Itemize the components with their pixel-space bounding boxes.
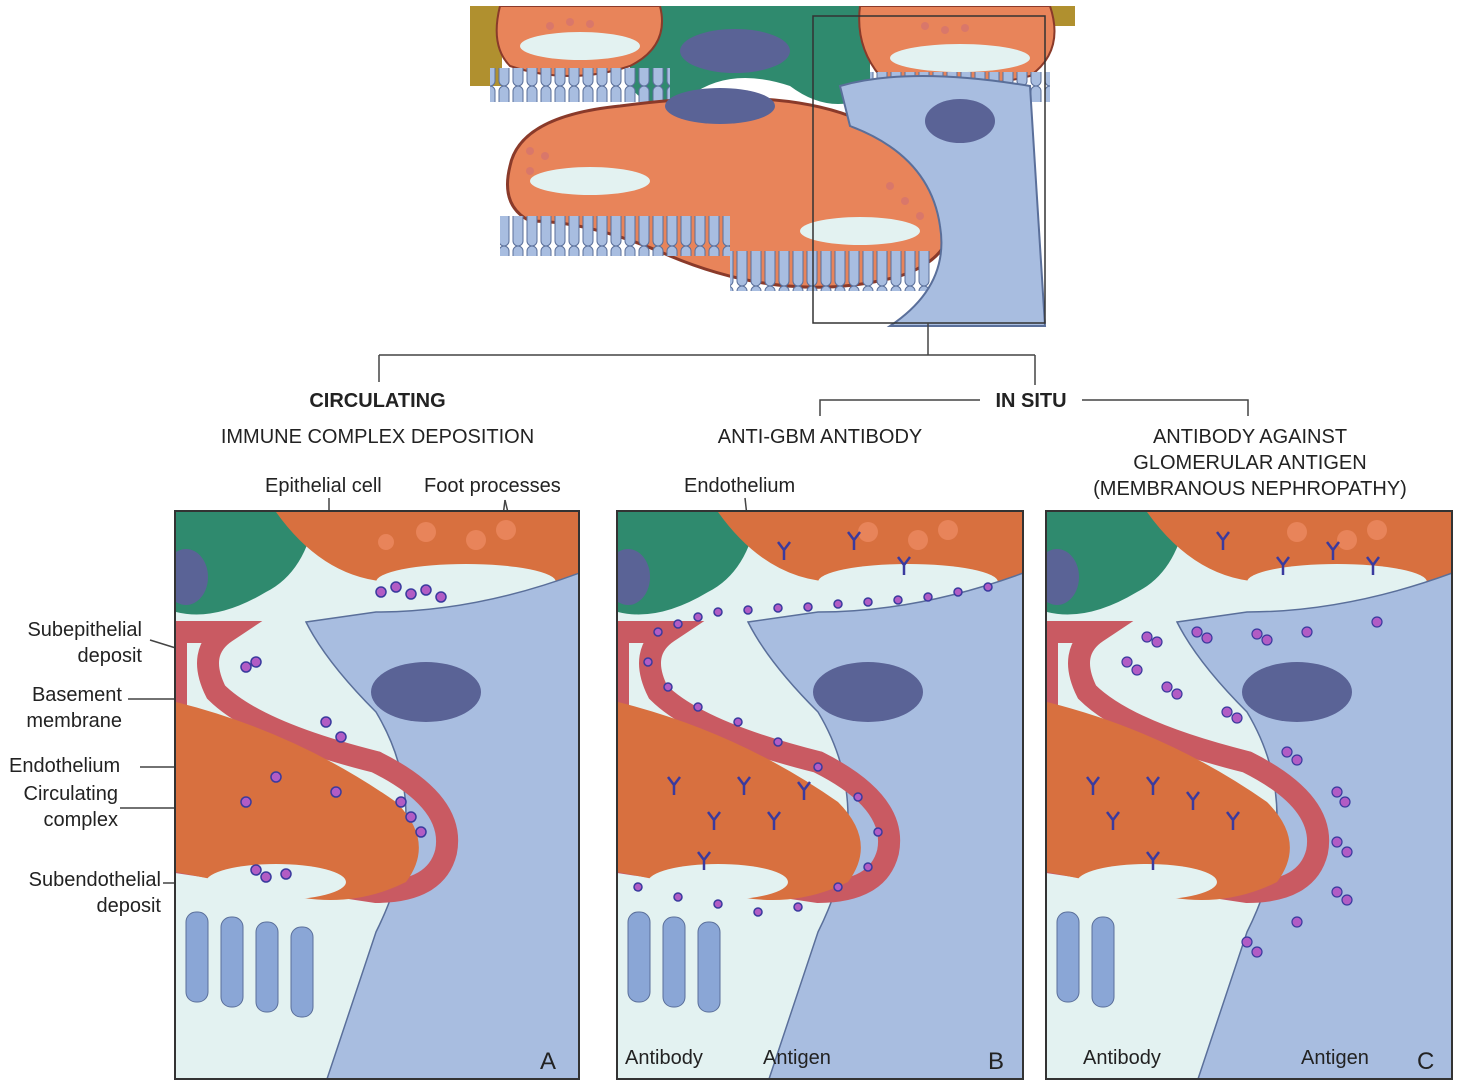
label-foot-processes: Foot processes <box>424 474 561 499</box>
label-antigen-b: Antigen <box>763 1046 831 1071</box>
label-basement-2: membrane <box>0 709 122 734</box>
label-circulating-2: complex <box>0 808 118 833</box>
label-circulating-1: Circulating <box>0 782 118 807</box>
panel-a-illustration <box>176 512 580 1080</box>
label-epithelial-cell: Epithelial cell <box>265 474 382 499</box>
panel-b-letter: B <box>988 1048 1004 1076</box>
panel-c: C <box>1045 510 1453 1080</box>
panel-c-letter: C <box>1417 1048 1434 1076</box>
in-situ-heading: IN SITU <box>980 389 1082 414</box>
anti-gbm-heading: ANTI-GBM ANTIBODY <box>690 425 950 450</box>
label-basement-1: Basement <box>0 683 122 708</box>
panel-a: A <box>174 510 580 1080</box>
label-subendothelial-1: Subendothelial <box>0 868 161 893</box>
label-endothelium-b: Endothelium <box>684 474 795 499</box>
antibody-against-heading-3: (MEMBRANOUS NEPHROPATHY) <box>1060 477 1440 502</box>
antibody-against-heading-1: ANTIBODY AGAINST <box>1060 425 1440 450</box>
label-antigen-c: Antigen <box>1301 1046 1369 1071</box>
antibody-against-heading-2: GLOMERULAR ANTIGEN <box>1060 451 1440 476</box>
label-subendothelial-2: deposit <box>0 894 161 919</box>
label-endothelium-a: Endothelium <box>9 754 120 779</box>
panel-b-illustration <box>618 512 1024 1080</box>
overview-illustration <box>470 6 1080 336</box>
label-antibody-c: Antibody <box>1083 1046 1161 1071</box>
panel-a-letter: A <box>540 1048 556 1076</box>
panel-b: B <box>616 510 1024 1080</box>
immune-complex-subheading: IMMUNE COMPLEX DEPOSITION <box>190 425 565 450</box>
circulating-heading: CIRCULATING <box>280 389 475 414</box>
label-subepithelial-1: Subepithelial <box>0 618 142 643</box>
panel-c-illustration <box>1047 512 1453 1080</box>
label-subepithelial-2: deposit <box>0 644 142 669</box>
label-antibody-b: Antibody <box>625 1046 703 1071</box>
